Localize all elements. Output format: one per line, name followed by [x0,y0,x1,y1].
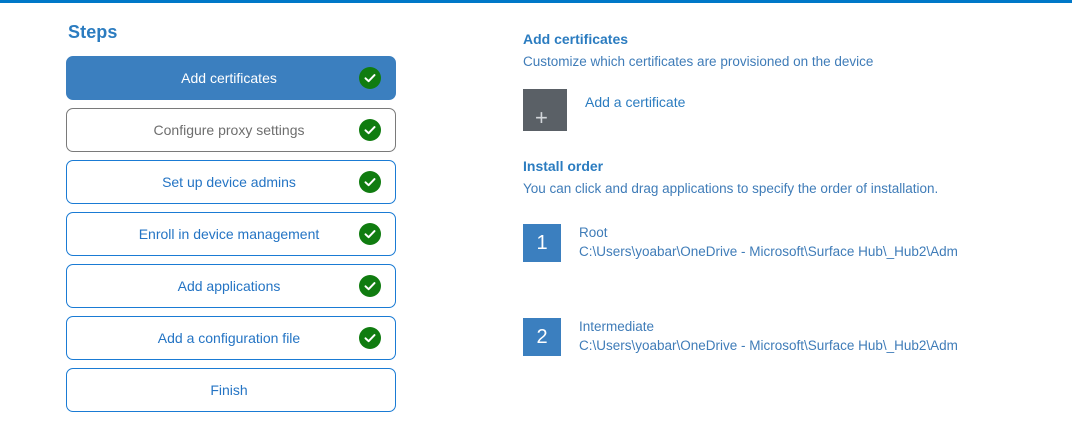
list-item[interactable]: 1 Root C:\Users\yoabar\OneDrive - Micros… [523,224,1072,262]
install-order-section: Install order You can click and drag app… [523,157,1072,356]
check-circle-icon [359,171,381,193]
step-item-add-certificates[interactable]: Add certificates [66,56,396,100]
add-certificate-label[interactable]: Add a certificate [585,94,686,110]
check-circle-icon [359,223,381,245]
check-circle-icon [359,119,381,141]
detail-pane: Add certificates Customize which certifi… [523,30,1072,412]
order-number-badge: 1 [523,224,561,262]
step-label: Configure proxy settings [153,122,305,138]
step-item-set-up-device-admins[interactable]: Set up device admins [66,160,396,204]
order-item-path: C:\Users\yoabar\OneDrive - Microsoft\Sur… [579,338,958,353]
check-circle-icon [359,275,381,297]
plus-icon: + [535,105,548,130]
step-item-configure-proxy-settings[interactable]: Configure proxy settings [66,108,396,152]
order-item-text: Root C:\Users\yoabar\OneDrive - Microsof… [579,224,958,261]
step-label: Add certificates [181,70,277,86]
add-certificates-section: Add certificates Customize which certifi… [523,30,1072,131]
step-label: Finish [210,382,248,398]
add-certificates-subtitle: Customize which certificates are provisi… [523,54,874,69]
order-item-name: Root [579,225,608,240]
step-list: Add certificates Configure proxy setting… [66,56,396,412]
step-item-finish[interactable]: Finish [66,368,396,412]
steps-pane: Steps Add certificates Configure proxy s… [66,22,396,412]
install-order-title: Install order [523,158,604,174]
order-item-path: C:\Users\yoabar\OneDrive - Microsoft\Sur… [579,244,958,259]
step-item-add-applications[interactable]: Add applications [66,264,396,308]
step-label: Add applications [177,278,281,294]
step-label: Add a configuration file [157,330,301,346]
list-item[interactable]: 2 Intermediate C:\Users\yoabar\OneDrive … [523,318,1072,356]
steps-title: Steps [68,22,118,42]
order-number-badge: 2 [523,318,561,356]
add-certificate-button[interactable]: + [523,89,567,131]
install-order-list: 1 Root C:\Users\yoabar\OneDrive - Micros… [523,224,1072,356]
install-order-subtitle: You can click and drag applications to s… [523,181,939,196]
page-title: Add certificates [523,31,629,47]
check-circle-icon [359,67,381,89]
order-item-name: Intermediate [579,319,655,334]
step-item-enroll-in-device-management[interactable]: Enroll in device management [66,212,396,256]
check-circle-icon [359,327,381,349]
order-item-text: Intermediate C:\Users\yoabar\OneDrive - … [579,318,958,355]
step-label: Set up device admins [162,174,296,190]
add-certificate-row: + Add a certificate [523,89,1072,131]
step-item-add-a-configuration-file[interactable]: Add a configuration file [66,316,396,360]
top-accent-bar [0,0,1072,3]
step-label: Enroll in device management [138,226,320,242]
